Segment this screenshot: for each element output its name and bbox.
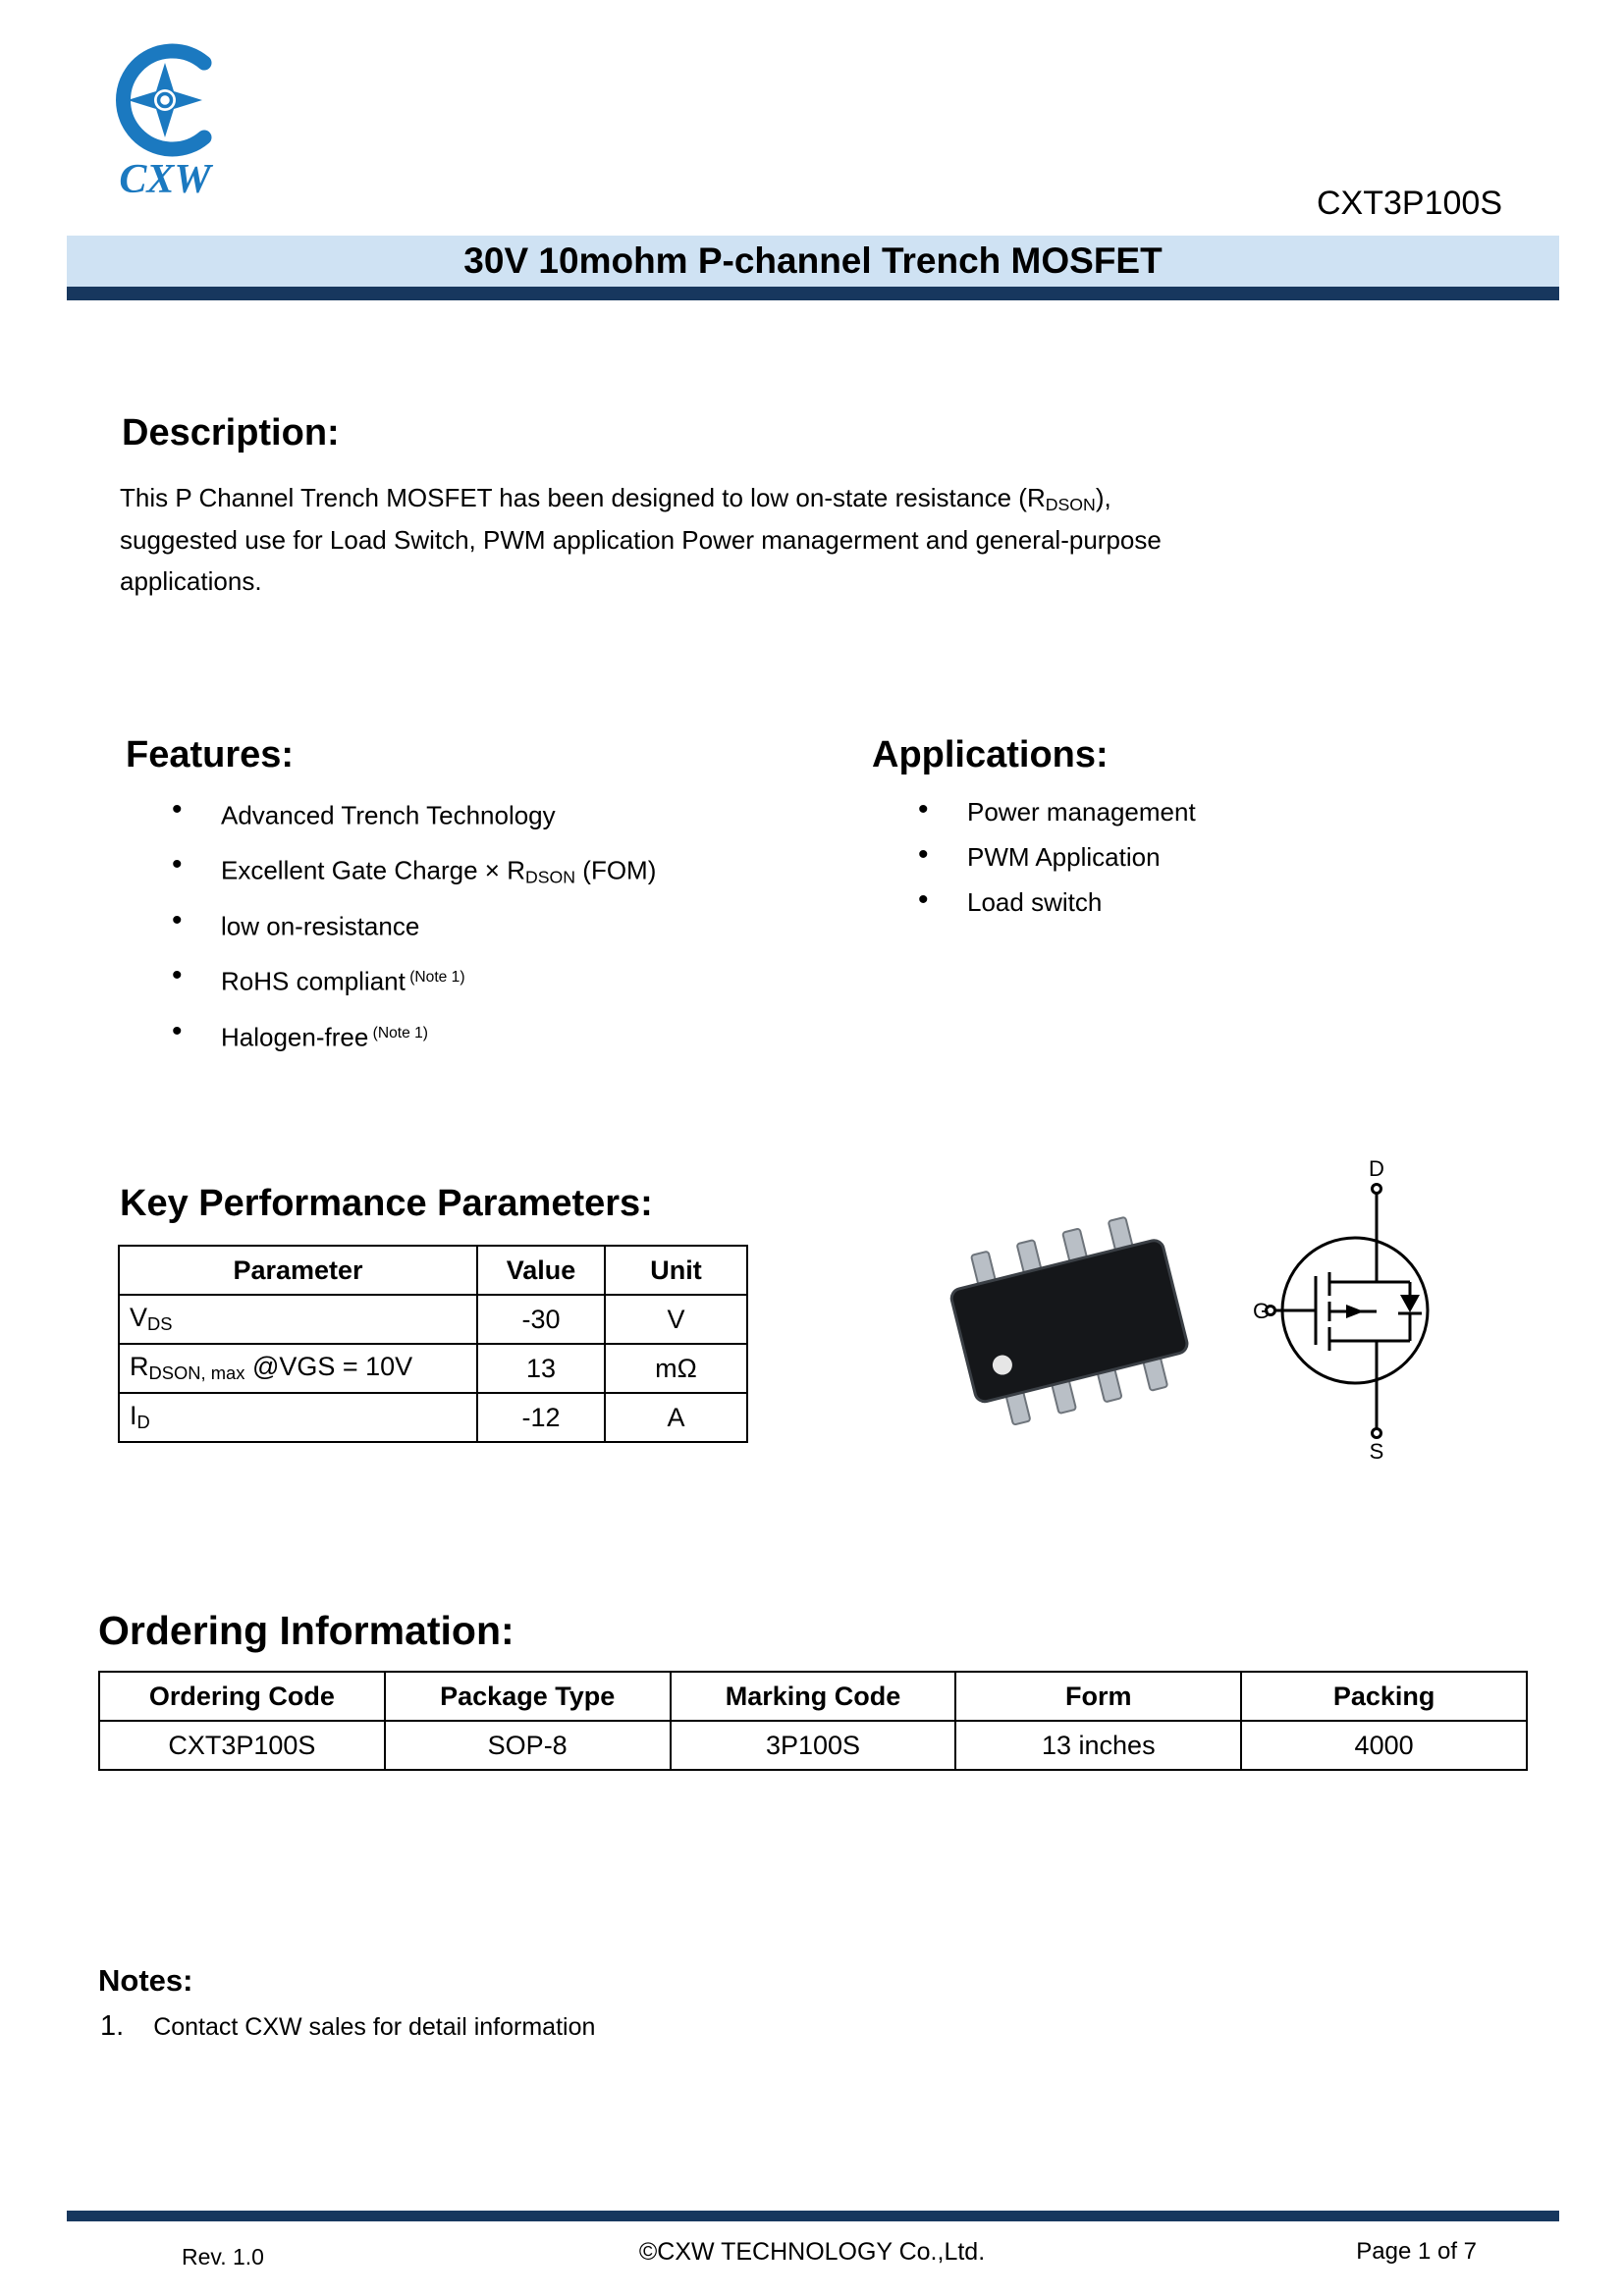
pin1-marker-dot — [992, 1355, 1012, 1375]
form-cell: 13 inches — [954, 1720, 1243, 1771]
feature-text: Halogen-free — [221, 1022, 369, 1052]
features-list: Advanced Trench Technology Excellent Gat… — [172, 795, 657, 1074]
ordering-code-cell: CXT3P100S — [98, 1720, 386, 1771]
parameter-cell: VDS — [118, 1294, 478, 1345]
doc-title: 30V 10mohm P-channel Trench MOSFET — [463, 240, 1163, 281]
value-cell: 13 — [476, 1343, 606, 1394]
column-header: Marking Code — [669, 1671, 957, 1722]
notes-heading: Notes: — [98, 1963, 193, 1998]
table-row: CXT3P100S SOP-8 3P100S 13 inches 4000 — [98, 1720, 1528, 1771]
table-header-row: Ordering Code Package Type Marking Code … — [98, 1671, 1528, 1722]
column-header: Parameter — [118, 1245, 478, 1296]
gate-label: G — [1253, 1299, 1270, 1323]
feature-item: RoHS compliant (Note 1) — [172, 961, 656, 1002]
package-type-cell: SOP-8 — [383, 1720, 672, 1771]
feature-note-ref: (Note 1) — [405, 969, 465, 987]
title-rule — [67, 287, 1559, 300]
cxw-logo-graphic: CXW — [116, 43, 213, 202]
mosfet-symbol: D G S — [1253, 1156, 1430, 1464]
mosfet-symbol-lines — [1265, 1183, 1430, 1439]
company-label: ©CXW TECHNOLOGY Co.,Ltd. — [638, 2238, 986, 2266]
part-number: CXT3P100S — [1317, 185, 1502, 222]
feature-note-ref: (Note 1) — [368, 1024, 428, 1041]
ordering-table: Ordering Code Package Type Marking Code … — [98, 1671, 1528, 1771]
application-item: Load switch — [918, 885, 1196, 917]
logo-text: CXW — [119, 157, 213, 202]
feature-item: Excellent Gate Charge × RDSON (FOM) — [172, 850, 657, 891]
application-item: PWM Application — [918, 840, 1196, 872]
description-line1-sub: DSON — [1045, 494, 1096, 514]
feature-text: RoHS compliant — [221, 966, 406, 996]
unit-cell: mΩ — [604, 1343, 748, 1394]
column-header: Package Type — [383, 1671, 672, 1722]
cxw-logo: CXW — [102, 37, 249, 209]
features-heading: Features: — [126, 734, 295, 775]
feature-sub: DSON — [525, 867, 576, 887]
feature-item: Advanced Trench Technology — [172, 795, 656, 836]
channel-arrow — [1346, 1305, 1364, 1318]
body-diode — [1400, 1295, 1420, 1312]
unit-cell: A — [604, 1392, 748, 1443]
marking-code-cell: 3P100S — [669, 1720, 957, 1771]
key-parameters-heading: Key Performance Parameters: — [120, 1183, 653, 1224]
footer-rule — [67, 2211, 1559, 2221]
note-number: 1. — [100, 2010, 125, 2042]
description-line2: suggested use for Load Switch, PWM appli… — [120, 524, 1162, 555]
ordering-heading: Ordering Information: — [98, 1608, 514, 1653]
unit-cell: V — [604, 1294, 748, 1345]
column-header: Unit — [604, 1245, 748, 1296]
feature-item: Halogen-free (Note 1) — [172, 1017, 656, 1058]
table-header-row: Parameter Value Unit — [118, 1245, 748, 1296]
parameter-cell: RDSON, max @VGS = 10V — [118, 1343, 478, 1394]
logo-c-arc — [116, 43, 212, 157]
parameter-cell: ID — [118, 1392, 478, 1443]
application-item: Power management — [918, 795, 1196, 827]
page-number: Page 1 of 7 — [1356, 2238, 1477, 2265]
description-line1-post: ), — [1095, 483, 1111, 512]
feature-text: Advanced Trench Technology — [221, 800, 556, 830]
table-row: RDSON, max @VGS = 10V 13 mΩ — [118, 1343, 748, 1394]
table-row: VDS -30 V — [118, 1294, 748, 1345]
packing-cell: 4000 — [1240, 1720, 1528, 1771]
description-heading: Description: — [122, 412, 340, 454]
column-header: Ordering Code — [98, 1671, 386, 1722]
note-text: Contact CXW sales for detail information — [153, 2013, 596, 2041]
title-band: 30V 10mohm P-channel Trench MOSFET — [67, 236, 1559, 287]
column-header: Packing — [1240, 1671, 1528, 1722]
value-cell: -12 — [476, 1392, 606, 1443]
feature-post: (FOM) — [575, 856, 657, 886]
description-line1: This P Channel Trench MOSFET has been de… — [120, 483, 1046, 512]
revision-label: Rev. 1.0 — [182, 2244, 264, 2269]
logo-star-ring — [156, 91, 174, 109]
applications-list: Power management PWM Application Load sw… — [918, 795, 1196, 933]
feature-text: Excellent Gate Charge × R — [221, 856, 525, 886]
package-body-edge — [949, 1239, 1189, 1404]
note-item: 1. Contact CXW sales for detail informati… — [100, 2010, 595, 2043]
key-parameters-table: Parameter Value Unit VDS -30 V RDSON, ma… — [118, 1245, 748, 1443]
table-row: ID -12 A — [118, 1392, 748, 1443]
feature-text: low on-resistance — [221, 911, 420, 941]
column-header: Value — [476, 1245, 606, 1296]
description-body: This P Channel Trench MOSFET has been de… — [120, 477, 1514, 602]
feature-item: low on-resistance — [172, 906, 656, 947]
source-label: S — [1370, 1439, 1384, 1464]
description-line3: applications. — [120, 565, 262, 596]
drain-label: D — [1369, 1156, 1384, 1181]
column-header: Form — [954, 1671, 1243, 1722]
sop8-package-image — [949, 1216, 1189, 1426]
applications-heading: Applications: — [872, 734, 1109, 775]
value-cell: -30 — [476, 1294, 606, 1345]
